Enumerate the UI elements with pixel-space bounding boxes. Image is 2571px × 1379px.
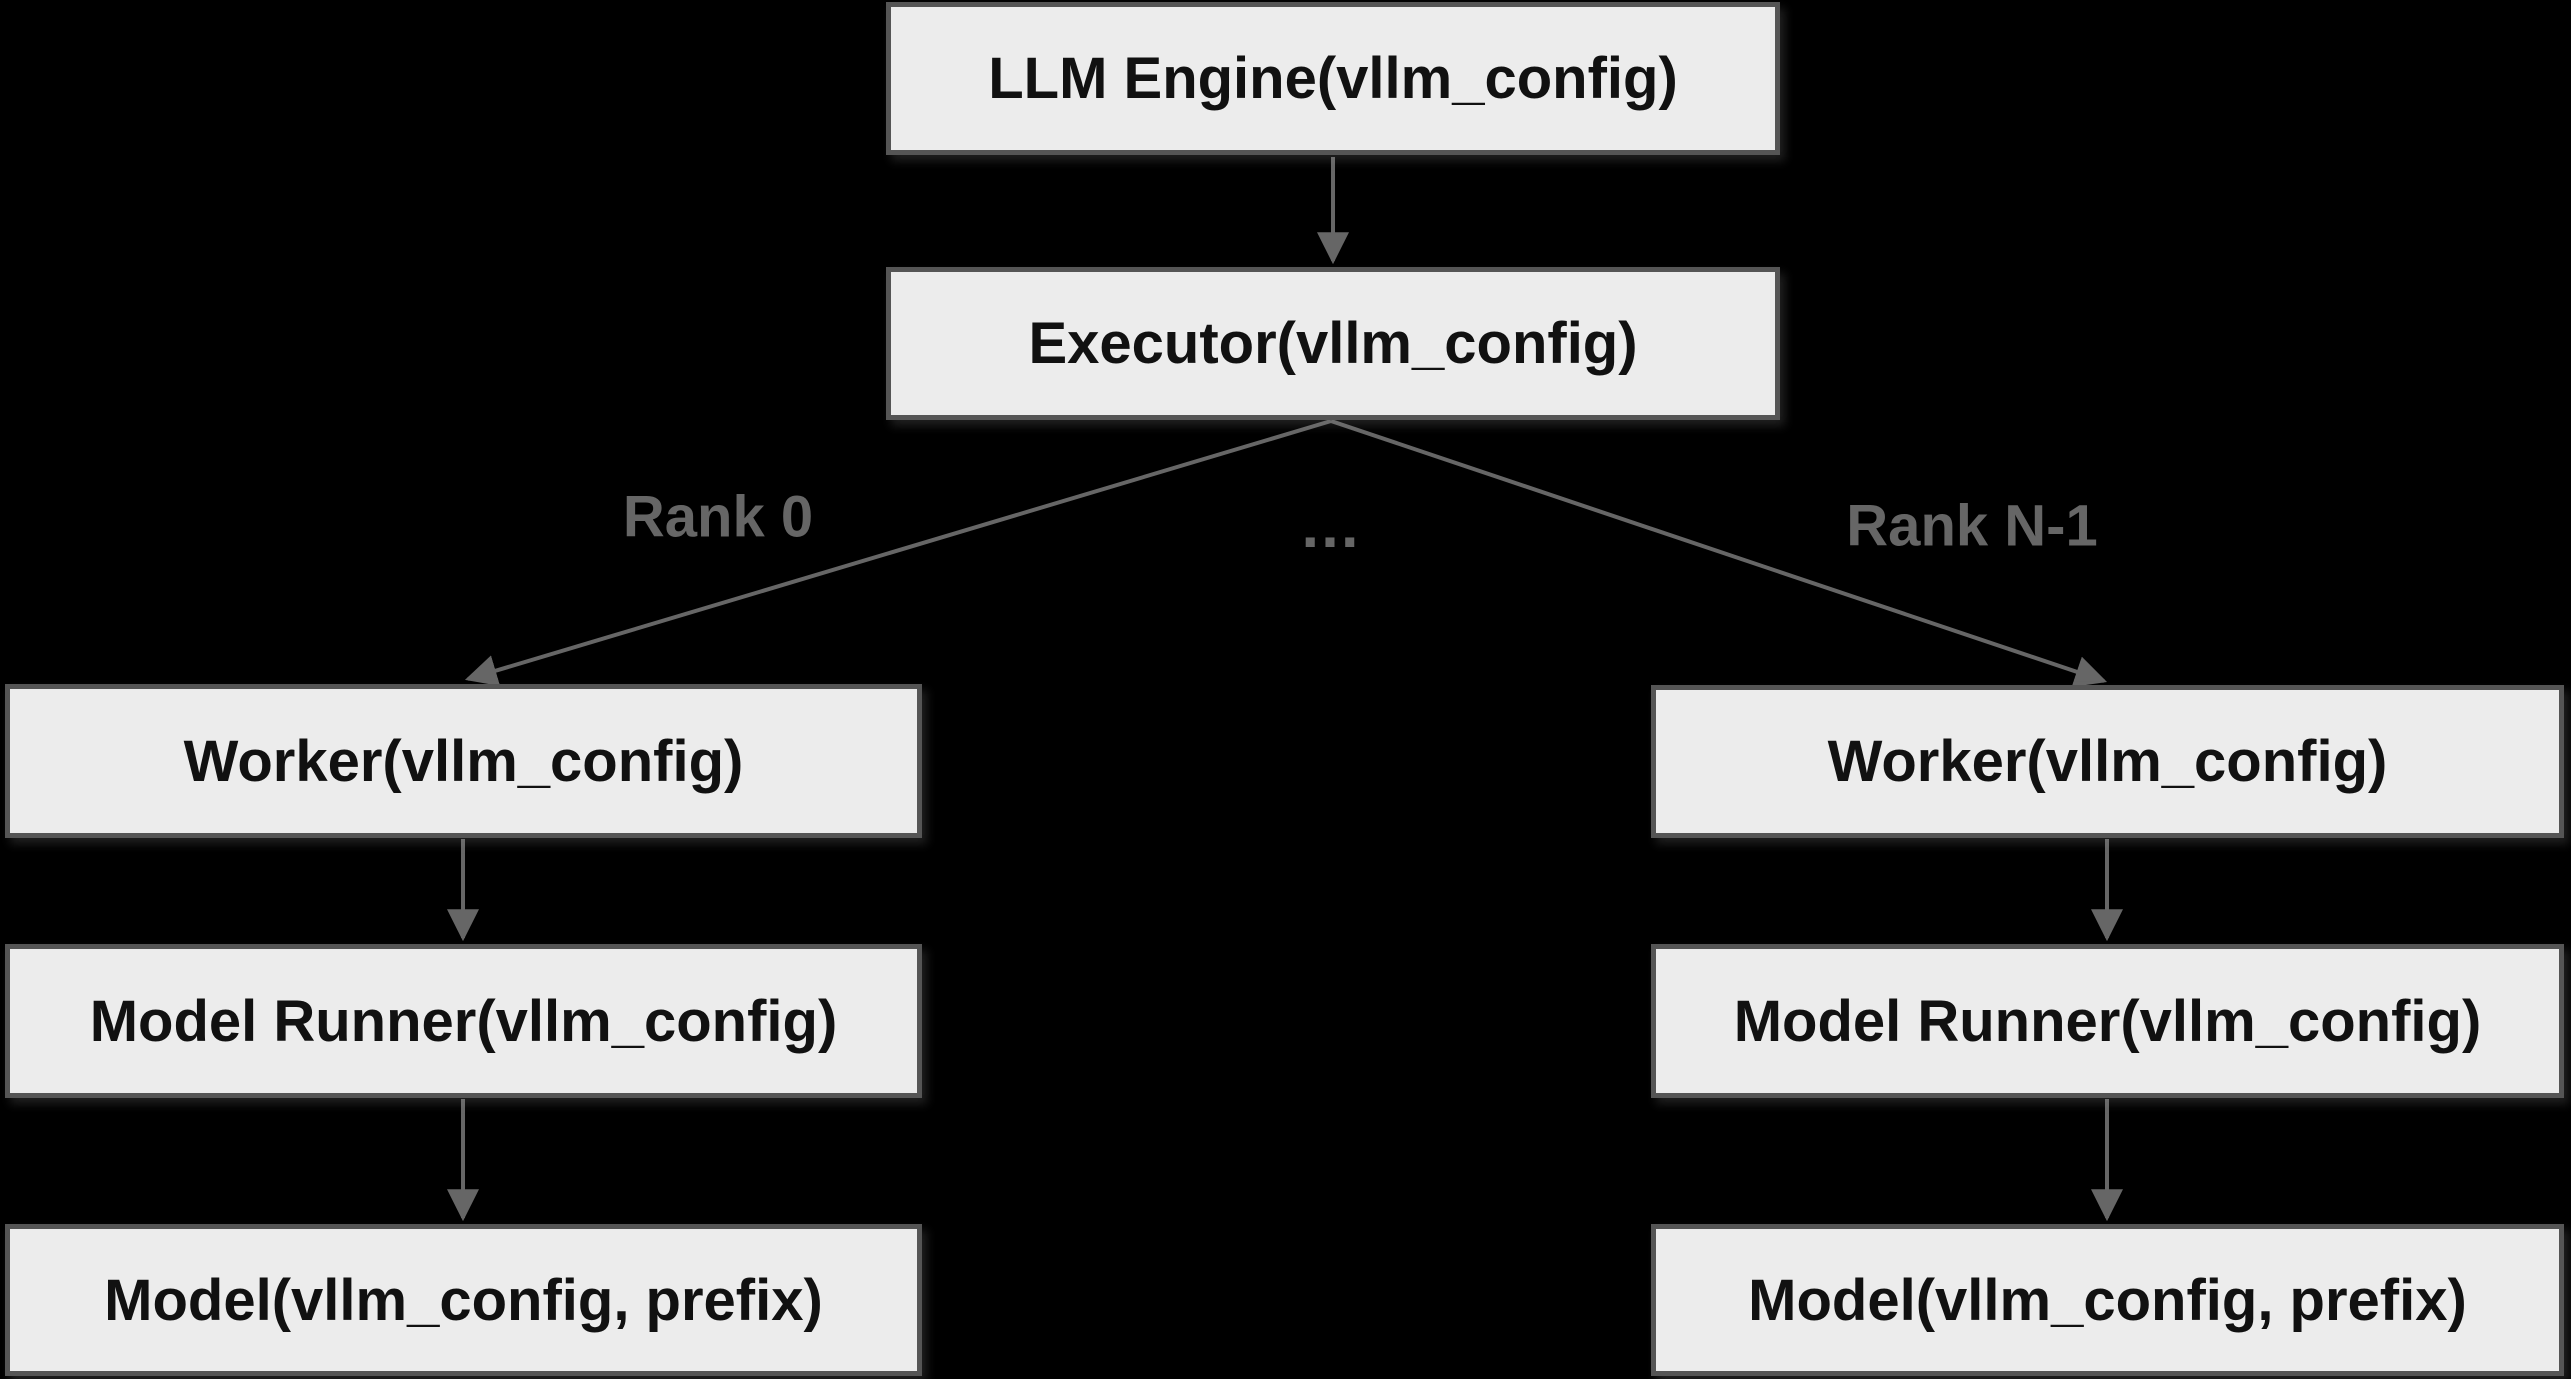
node-model-right-label: Model(vllm_config, prefix) (1748, 1267, 2467, 1333)
node-model-left: Model(vllm_config, prefix) (5, 1224, 922, 1376)
node-worker-left: Worker(vllm_config) (5, 684, 922, 838)
node-model-runner-left: Model Runner(vllm_config) (5, 944, 922, 1098)
node-worker-left-label: Worker(vllm_config) (183, 728, 744, 794)
node-model-right: Model(vllm_config, prefix) (1651, 1224, 2564, 1376)
node-worker-right-label: Worker(vllm_config) (1827, 729, 2388, 794)
node-model-runner-right: Model Runner(vllm_config) (1651, 944, 2564, 1098)
edge-executor-to-worker-right (1330, 419, 2108, 687)
node-model-runner-right-label: Model Runner(vllm_config) (1733, 988, 2482, 1054)
node-worker-right: Worker(vllm_config) (1651, 685, 2564, 838)
node-llm-engine-label: LLM Engine(vllm_config) (988, 46, 1678, 111)
node-llm-engine: LLM Engine(vllm_config) (886, 2, 1780, 155)
node-executor: Executor(vllm_config) (886, 267, 1780, 420)
edge-label-ellipsis: ... (1301, 489, 1361, 561)
node-model-left-label: Model(vllm_config, prefix) (104, 1267, 823, 1333)
node-model-runner-left-label: Model Runner(vllm_config) (89, 988, 838, 1054)
edge-label-rank-n-1: Rank N-1 (1846, 493, 2098, 559)
edge-label-rank-0: Rank 0 (622, 484, 814, 550)
node-executor-label: Executor(vllm_config) (1028, 311, 1638, 376)
edge-executor-to-worker-left (464, 419, 1332, 687)
